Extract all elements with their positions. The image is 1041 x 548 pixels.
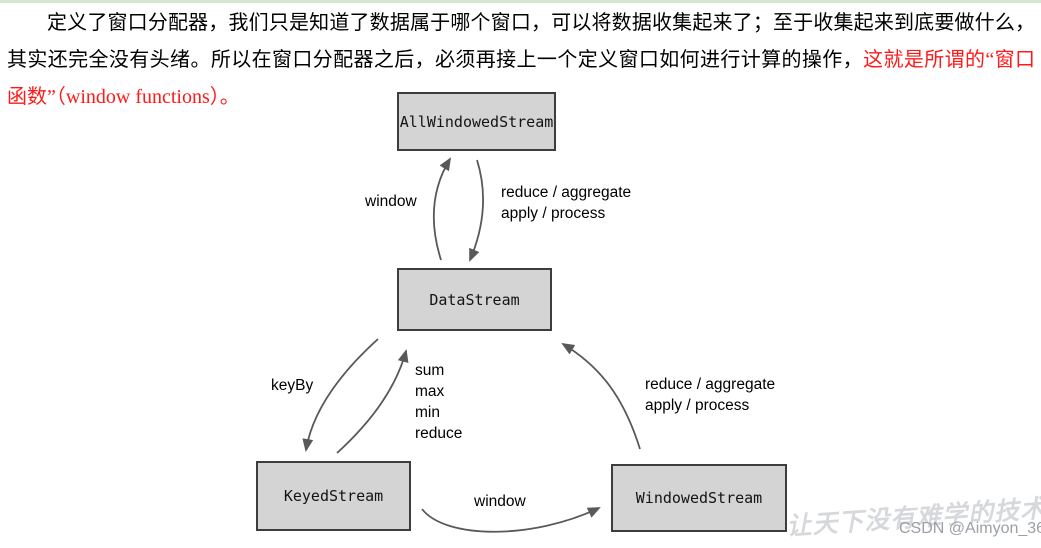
label-reduce-aggregate-right-line2: apply / process: [645, 397, 750, 414]
node-data-stream: DataStream: [397, 268, 552, 331]
label-agg-max: max: [415, 383, 445, 400]
label-agg-min: min: [415, 404, 440, 421]
label-agg-reduce: reduce: [415, 425, 463, 442]
watermark-csdn-credit: CSDN @Aimyon_36: [899, 520, 1041, 537]
edge-keyby-down-arrow: [302, 338, 379, 452]
edge-window-up-arrow: [432, 157, 452, 261]
paragraph-red-text: 这就是所谓的“窗口函数”（window functions）。: [7, 49, 1035, 108]
edge-reduce-down-arrow: [469, 159, 484, 262]
node-windowed-stream: WindowedStream: [611, 464, 787, 532]
label-keyby: keyBy: [271, 377, 314, 394]
label-reduce-aggregate-top: reduce / aggregate apply / process: [501, 182, 631, 224]
edge-aggregate-up-arrow: [336, 349, 409, 454]
edge-reduce-upleft-arrow: [561, 342, 641, 450]
label-window-top: window: [365, 193, 417, 210]
node-all-windowed-stream: AllWindowedStream: [397, 92, 556, 151]
top-accent-bar: [0, 0, 1041, 3]
label-reduce-aggregate-top-line2: apply / process: [501, 205, 606, 222]
paragraph-black-text: 定义了窗口分配器，我们只是知道了数据属于哪个窗口，可以将数据收集起来了；至于收集…: [7, 12, 1035, 71]
label-agg-sum: sum: [415, 362, 445, 379]
label-window-bottom: window: [474, 493, 526, 510]
intro-paragraph: 定义了窗口分配器，我们只是知道了数据属于哪个窗口，可以将数据收集起来了；至于收集…: [7, 5, 1035, 116]
label-aggregations: sum max min reduce: [415, 360, 462, 444]
node-keyed-stream: KeyedStream: [256, 461, 411, 531]
label-reduce-aggregate-right: reduce / aggregate apply / process: [645, 374, 775, 416]
label-reduce-aggregate-top-line1: reduce / aggregate: [501, 184, 632, 201]
label-reduce-aggregate-right-line1: reduce / aggregate: [645, 376, 776, 393]
